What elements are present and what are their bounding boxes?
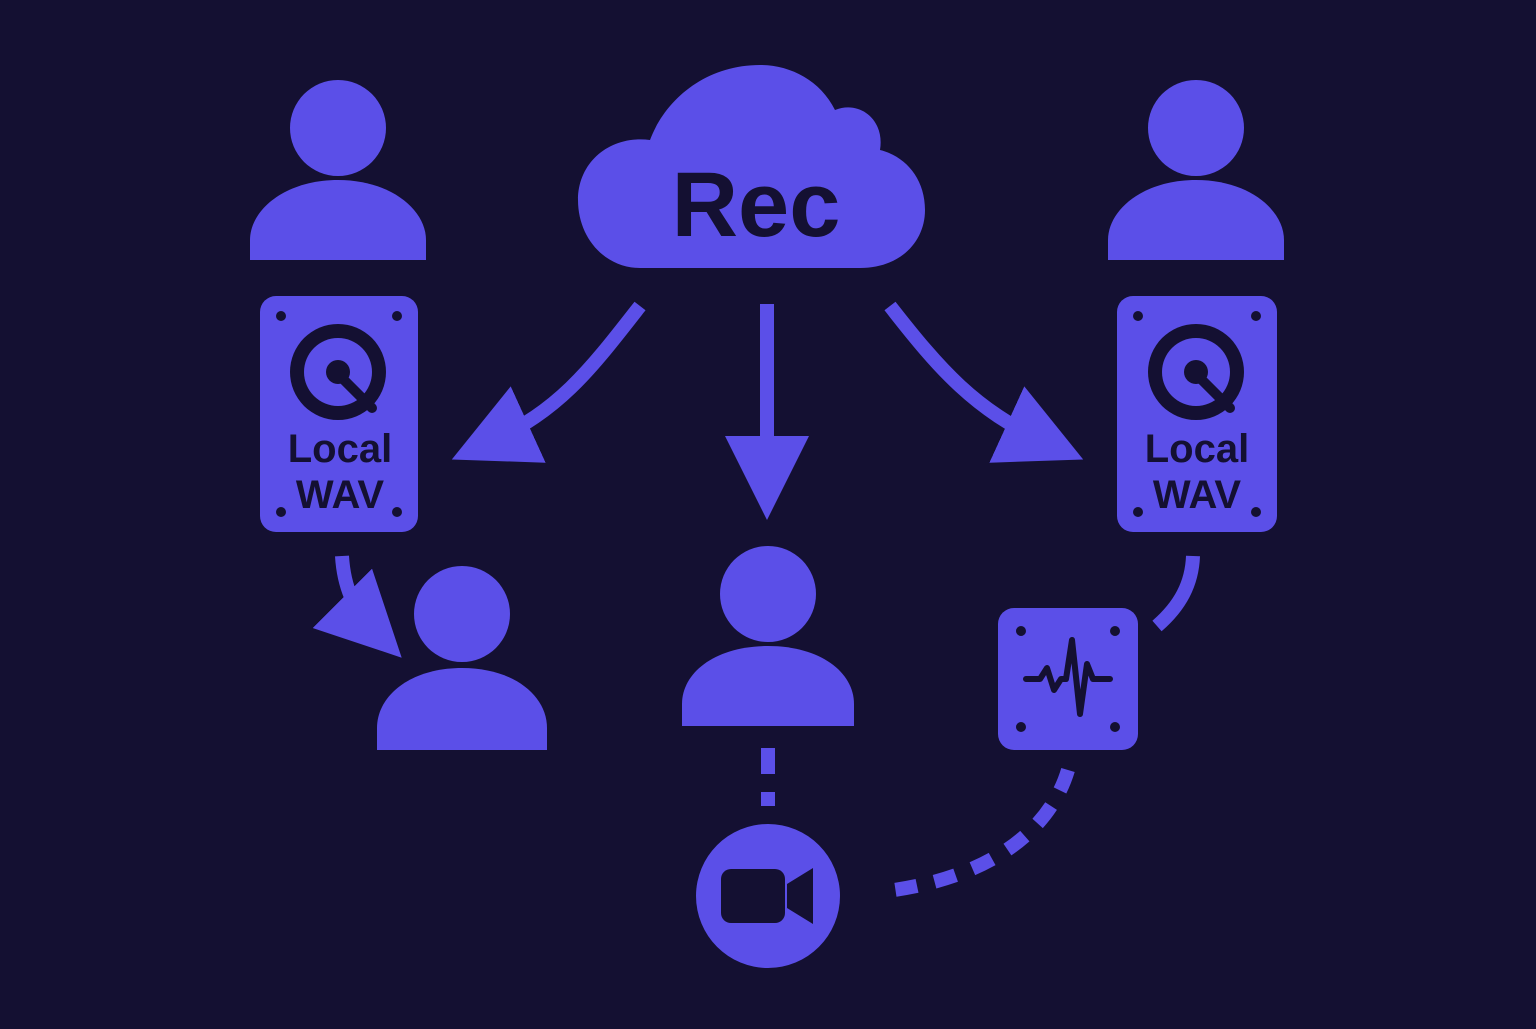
local-wav-drive-left: Local WAV	[260, 296, 418, 532]
drive-label-line2: WAV	[296, 473, 384, 517]
drive-label-line2: WAV	[1153, 473, 1241, 517]
cloud-recorder: Rec	[578, 65, 925, 268]
audio-processor	[998, 608, 1138, 750]
user-icon	[250, 80, 426, 260]
hard-drive-icon	[260, 296, 418, 532]
drive-label-line1: Local	[1145, 427, 1249, 471]
video-camera-icon	[721, 868, 813, 924]
arrow-cloud-to-left-drive	[451, 301, 646, 463]
dashed-link-processor-to-video	[877, 767, 1075, 899]
participant-bottom-left	[377, 566, 547, 750]
link-right-drive-to-processor	[1152, 555, 1200, 632]
participant-top-right	[1108, 80, 1284, 260]
arrow-left-drive-to-user	[312, 555, 402, 658]
video-call	[696, 824, 840, 968]
drive-label-line1: Local	[288, 427, 392, 471]
cloud-icon	[578, 65, 925, 268]
user-icon	[377, 566, 547, 750]
user-icon	[1108, 80, 1284, 260]
hard-drive-icon	[1117, 296, 1277, 532]
user-icon	[682, 546, 854, 726]
audio-waveform-icon	[1023, 637, 1113, 717]
participant-center	[682, 546, 854, 726]
arrow-cloud-to-right-drive	[884, 301, 1084, 463]
participant-top-left	[250, 80, 426, 260]
cloud-label: Rec	[672, 154, 841, 256]
local-wav-drive-right: Local WAV	[1117, 296, 1277, 532]
